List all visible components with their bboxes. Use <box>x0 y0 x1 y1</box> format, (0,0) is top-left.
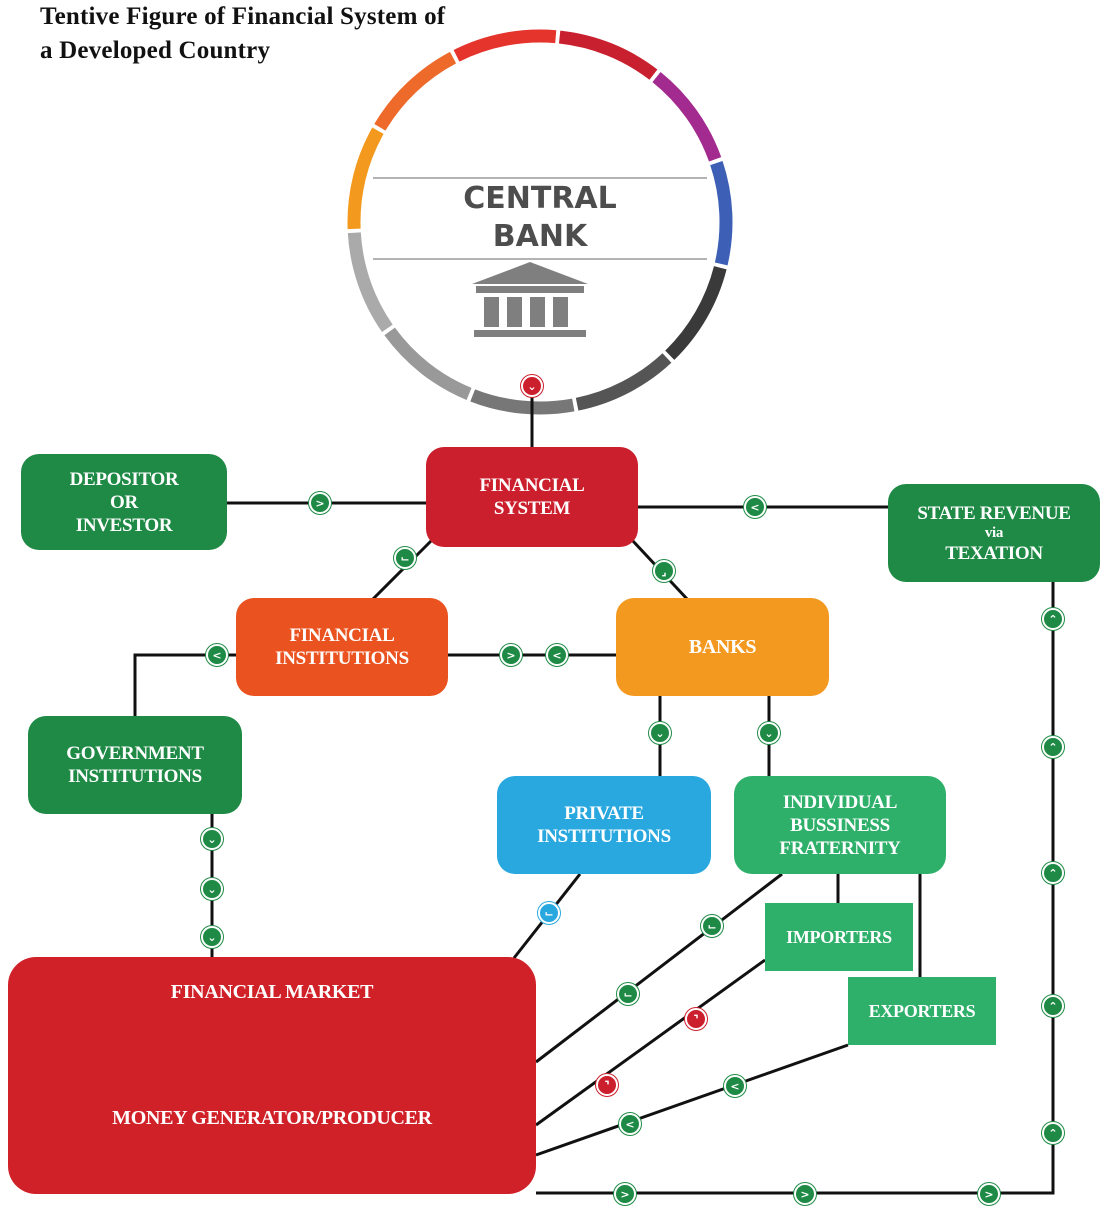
state-revenue-line-1: STATE REVENUE <box>917 502 1071 524</box>
diagram-title: Tentive Figure of Financial System of a … <box>40 0 445 68</box>
private-institutions-line-2: INSTITUTIONS <box>537 826 671 847</box>
financial-institutions-node[interactable]: FINANCIAL INSTITUTIONS <box>236 598 448 696</box>
arrow-left-icon: < <box>546 644 568 666</box>
arrow-up-icon: ⌃ <box>1042 608 1064 630</box>
arrow-up-icon: ⌃ <box>1042 995 1064 1017</box>
financial-system-line-2: SYSTEM <box>493 498 571 519</box>
financial-market-node[interactable]: FINANCIAL MARKET MONEY GENERATOR/PRODUCE… <box>8 957 536 1194</box>
financial-system-line-1: FINANCIAL <box>479 475 585 496</box>
arrow-left-icon: < <box>619 1113 641 1135</box>
government-institutions-line-2: INSTITUTIONS <box>68 766 202 787</box>
arrow-down-left-icon: ⌙ <box>617 983 639 1005</box>
arrow-up-icon: ⌃ <box>1042 862 1064 884</box>
arrow-down-icon: ⌄ <box>201 828 223 850</box>
arrow-down-left-icon: ⌙ <box>394 547 416 569</box>
government-institutions-line-1: GOVERNMENT <box>66 743 204 764</box>
arrow-down-icon: ⌄ <box>649 722 671 744</box>
arrow-up-right-icon: ⌝ <box>685 1008 707 1030</box>
arrow-up-icon: ⌃ <box>1042 736 1064 758</box>
ring-segment <box>665 266 727 360</box>
ring-segment <box>374 51 457 131</box>
exporters-label: EXPORTERS <box>868 1000 976 1021</box>
central-bank-line-2: BANK <box>492 219 588 254</box>
ring-segment <box>470 389 575 415</box>
arrow-left-icon: < <box>724 1075 746 1097</box>
individual-business-line-3: FRATERNITY <box>779 837 901 859</box>
financial-institutions-line-1: FINANCIAL <box>289 625 395 646</box>
ring-segment <box>710 160 733 266</box>
ring-segment <box>384 327 472 400</box>
central-bank-ring <box>348 30 732 414</box>
private-institutions-node[interactable]: PRIVATE INSTITUTIONS <box>497 776 711 874</box>
arrow-right-icon: > <box>794 1183 816 1205</box>
arrow-down-right-icon: ⌟ <box>653 560 675 582</box>
ring-segment <box>347 232 393 333</box>
arrow-down-icon: ⌄ <box>521 375 543 397</box>
individual-business-line-2: BUSSINESS <box>790 814 890 836</box>
importers-label: IMPORTERS <box>786 926 892 947</box>
state-revenue-node[interactable]: STATE REVENUE via TEXATION <box>888 484 1100 582</box>
importers-node[interactable]: IMPORTERS <box>765 903 913 971</box>
arrow-right-icon: > <box>309 492 331 514</box>
individual-business-fraternity-node[interactable]: INDIVIDUAL BUSSINESS FRATERNITY <box>734 776 946 874</box>
central-bank-line-1: CENTRAL <box>463 181 617 216</box>
arrow-down-icon: ⌄ <box>201 878 223 900</box>
title-line-2: a Developed Country <box>40 37 271 64</box>
depositor-line-3: INVESTOR <box>75 514 173 536</box>
financial-market-label: FINANCIAL MARKET <box>170 981 374 1003</box>
arrow-right-icon: > <box>614 1183 636 1205</box>
banks-line-1: BANKS <box>688 635 757 658</box>
private-institutions-line-1: PRIVATE <box>564 803 644 824</box>
banks-node[interactable]: BANKS <box>616 598 829 696</box>
arrow-left-icon: < <box>206 644 228 666</box>
ring-segment <box>347 127 384 230</box>
arrow-right-icon: > <box>500 644 522 666</box>
ring-segments <box>347 29 733 415</box>
ring-segment <box>558 30 658 80</box>
arrow-left-icon: < <box>744 496 766 518</box>
ring-segment <box>453 29 557 62</box>
bank-building-icon <box>472 262 588 337</box>
title-line-1: Tentive Figure of Financial System of <box>40 3 446 30</box>
arrow-down-icon: ⌄ <box>201 926 223 948</box>
financial-institutions-line-2: INSTITUTIONS <box>275 648 409 669</box>
arrow-down-left-icon: ⌙ <box>538 902 560 924</box>
arrow-up-right-icon: ⌝ <box>596 1074 618 1096</box>
arrow-down-icon: ⌄ <box>758 722 780 744</box>
central-bank-label: CENTRAL BANK <box>400 180 680 256</box>
arrow-up-icon: ⌃ <box>1042 1122 1064 1144</box>
individual-business-line-1: INDIVIDUAL <box>782 791 898 813</box>
arrow-down-left-icon: ⌙ <box>701 915 723 937</box>
exporters-node[interactable]: EXPORTERS <box>848 977 996 1045</box>
state-revenue-line-3: TEXATION <box>945 542 1043 564</box>
depositor-investor-node[interactable]: DEPOSITOR OR INVESTOR <box>21 454 227 550</box>
arrow-right-icon: > <box>978 1183 1000 1205</box>
money-generator-label: MONEY GENERATOR/PRODUCER <box>112 1107 432 1129</box>
ring-segment <box>575 353 672 411</box>
state-revenue-line-2: via <box>984 524 1004 541</box>
depositor-line-2: OR <box>110 491 138 513</box>
government-institutions-node[interactable]: GOVERNMENT INSTITUTIONS <box>28 716 242 814</box>
financial-system-node[interactable]: FINANCIAL SYSTEM <box>426 447 638 547</box>
ring-segment <box>652 71 722 162</box>
depositor-line-1: DEPOSITOR <box>69 468 179 490</box>
